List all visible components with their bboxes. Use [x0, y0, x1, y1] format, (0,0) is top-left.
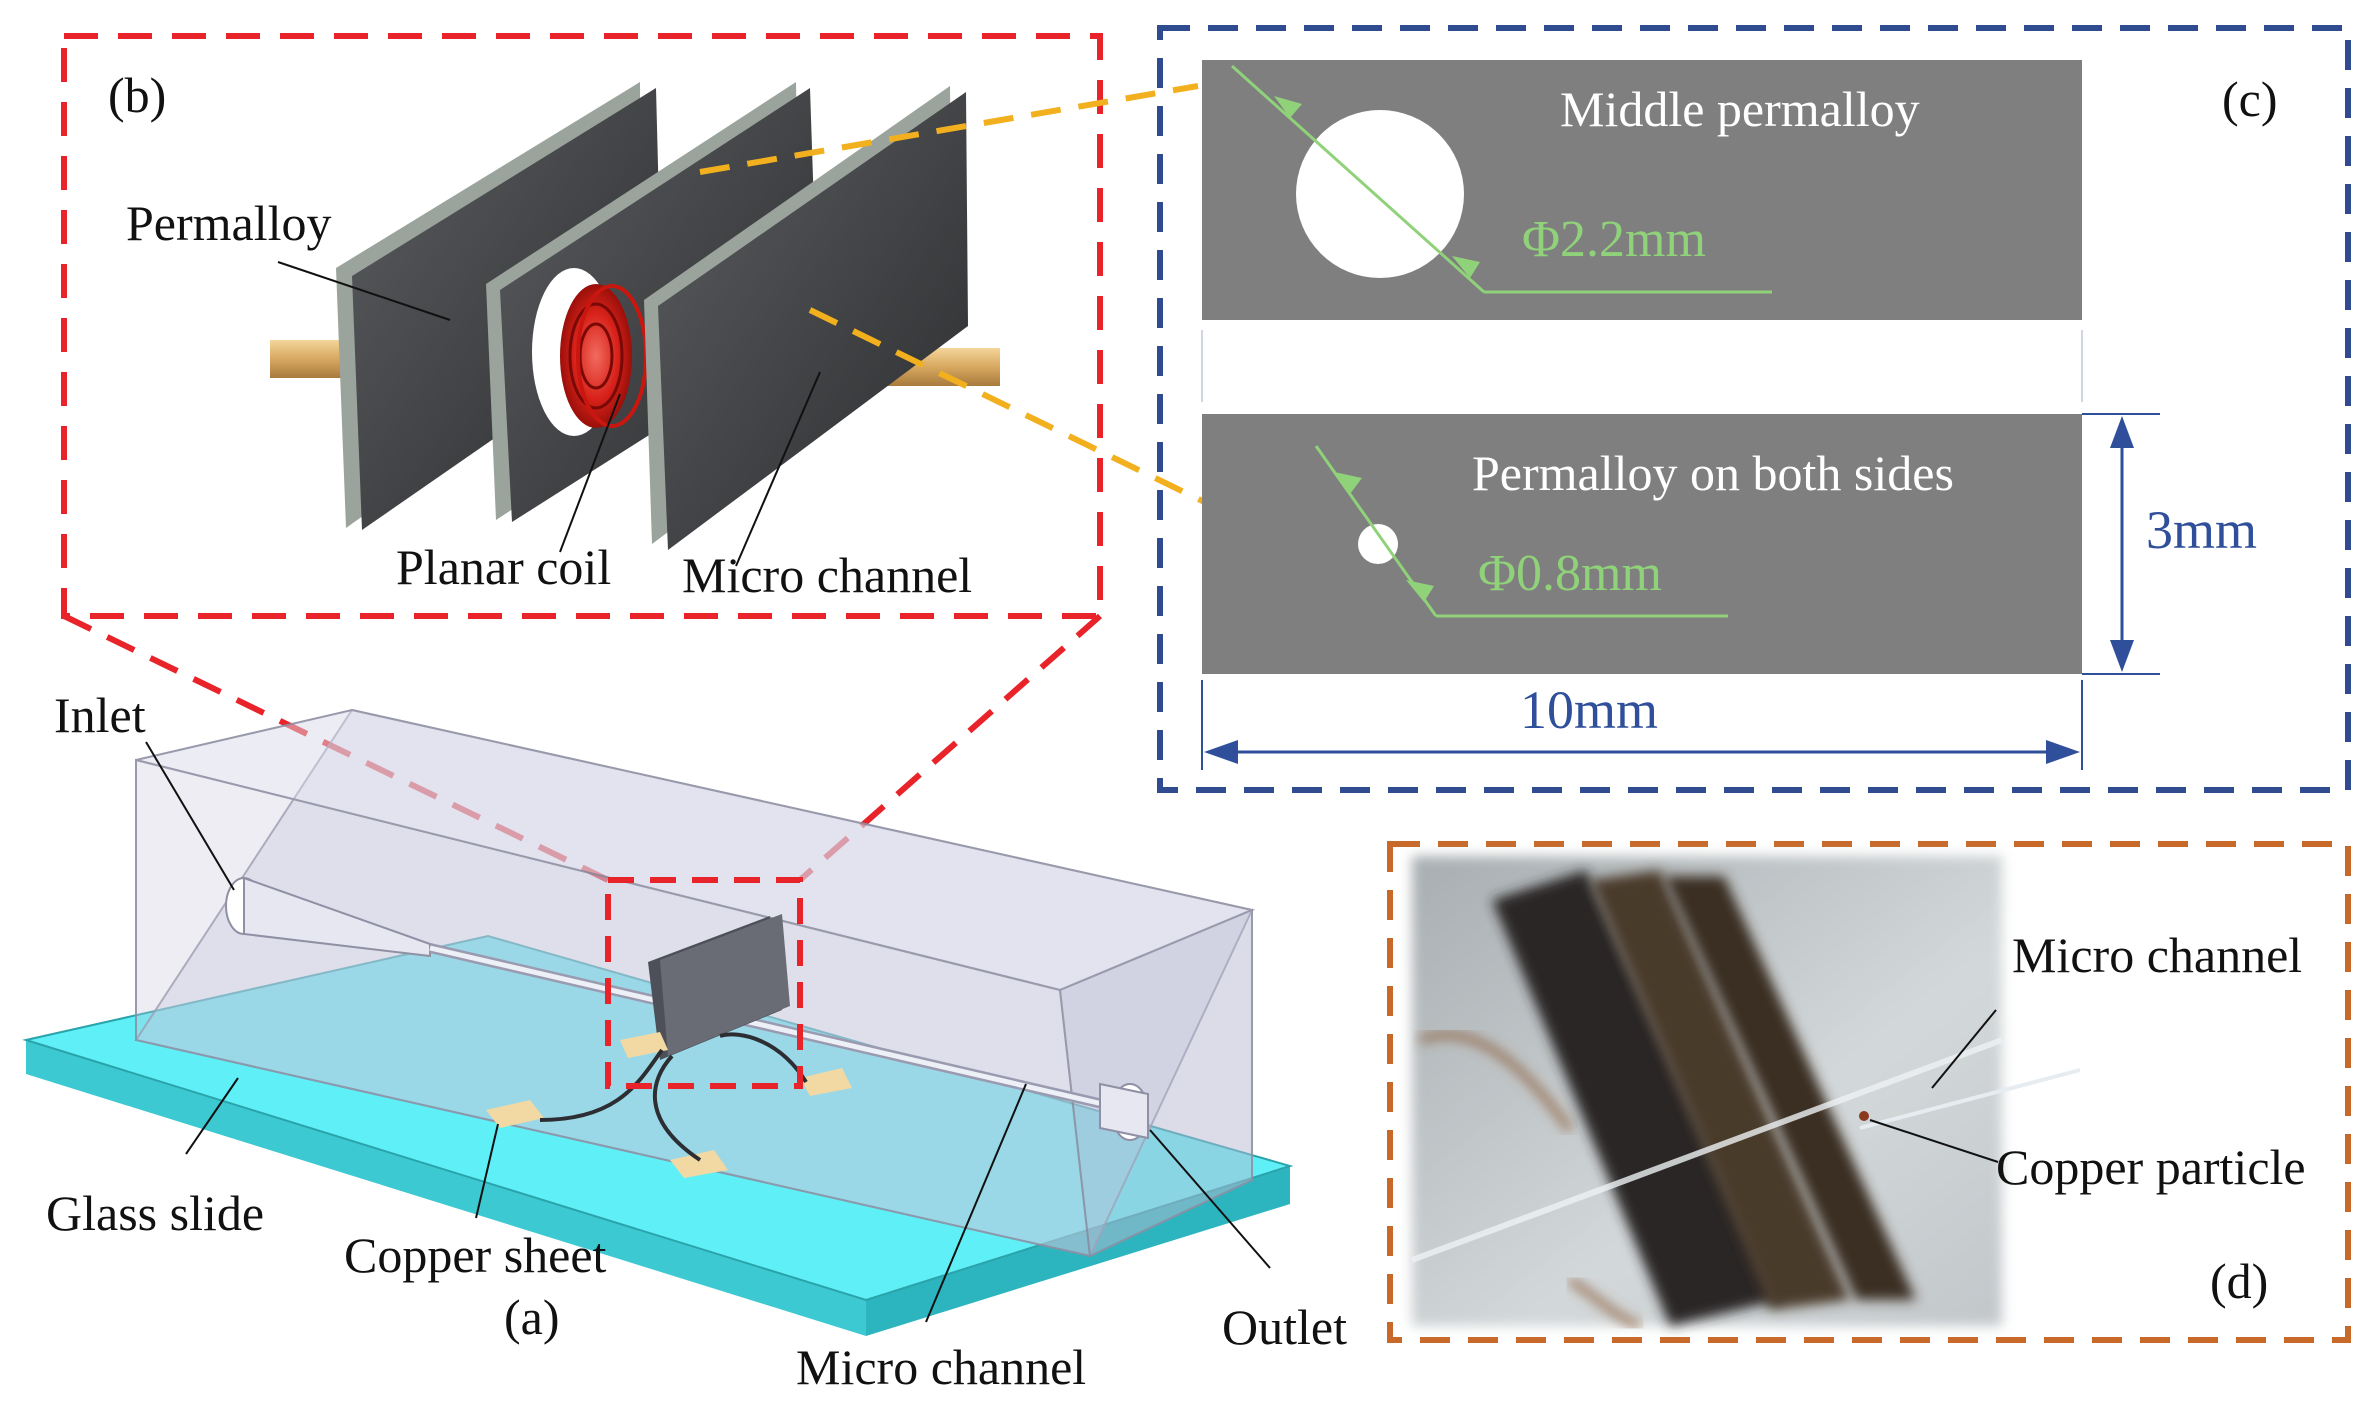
- panel-d-tag: (d): [2210, 1253, 2268, 1309]
- panel-d-frame: [1387, 841, 2351, 1343]
- panel-c-tag: (c): [2222, 71, 2278, 127]
- label-middle-permalloy: Middle permalloy: [1560, 81, 1920, 137]
- dim-arrow-large-1: [1274, 96, 1302, 118]
- label-planar-coil: Planar coil: [396, 539, 611, 595]
- leader-outlet: [1149, 1129, 1271, 1269]
- dim-arrow-small-1: [1334, 472, 1362, 494]
- zoom-line-top: [699, 83, 1199, 175]
- channel-line-d: [1859, 1068, 2081, 1130]
- chip-plate: [648, 914, 790, 1060]
- planar-coil-icon: [560, 284, 648, 428]
- panel-b-tag: (b): [108, 67, 166, 123]
- panel-a-tag: (a): [504, 1289, 560, 1345]
- side-permalloy-plate: [1202, 414, 2082, 674]
- leader-micro-channel-a: [925, 1083, 1027, 1323]
- label-10mm: 10mm: [1520, 680, 1658, 740]
- label-permalloy: Permalloy: [126, 195, 332, 251]
- dim-3mm-arrow-top: [2110, 416, 2134, 448]
- copper-sheet-4: [800, 1068, 852, 1096]
- micro-channel-a: [225, 876, 1149, 1141]
- dim-3mm-arrow-bottom: [2110, 640, 2134, 672]
- leader-micro-channel-b: [735, 371, 821, 567]
- label-micro-channel-d: Micro channel: [2012, 927, 2302, 983]
- label-outlet: Outlet: [1222, 1299, 1347, 1355]
- leader-inlet: [145, 741, 235, 891]
- wire-1: [539, 1048, 664, 1122]
- copper-sheet-2: [670, 1150, 728, 1178]
- copper-sheet-1: [486, 1100, 544, 1128]
- zoom-line-a-right: [798, 613, 1102, 883]
- label-diameter-large: Φ2.2mm: [1522, 211, 1706, 268]
- label-copper-particle: Copper particle: [1996, 1139, 2306, 1195]
- leader-copper-sheet: [475, 1123, 499, 1219]
- copper-particle-dot: [1859, 1111, 1869, 1121]
- leader-micro-channel-d: [1931, 1009, 1997, 1089]
- zoom-line-a-left: [62, 613, 610, 883]
- copper-sheet-3: [620, 1032, 668, 1058]
- permalloy-plate-3: [644, 86, 968, 550]
- label-copper-sheet: Copper sheet: [344, 1227, 607, 1283]
- leader-planar-coil: [559, 393, 621, 553]
- leader-permalloy: [277, 261, 451, 321]
- dim-arrow-small-2: [1406, 580, 1434, 602]
- hole-small: [1358, 524, 1398, 564]
- panel-b-frame: [61, 33, 1103, 619]
- zoom-box-a: [605, 877, 803, 1089]
- dim-arrow-large-2: [1452, 256, 1480, 278]
- label-inlet: Inlet: [54, 687, 146, 743]
- wire-2: [652, 1054, 702, 1162]
- label-micro-channel-b: Micro channel: [682, 547, 972, 603]
- dim-line-large: [1230, 64, 1486, 294]
- dim-10mm-arrow-left: [1204, 740, 1238, 764]
- label-both-sides: Permalloy on both sides: [1472, 445, 1954, 501]
- label-glass-slide: Glass slide: [46, 1185, 264, 1241]
- dim-10mm-arrow-right: [2046, 740, 2080, 764]
- label-diameter-small: Φ0.8mm: [1478, 545, 1662, 602]
- label-micro-channel-a: Micro channel: [796, 1339, 1086, 1395]
- micrograph-photo: [1410, 856, 2004, 1329]
- panel-c-frame: [1157, 25, 2351, 793]
- leader-copper-particle: [1869, 1119, 1999, 1163]
- label-3mm: 3mm: [2146, 500, 2257, 560]
- leader-glass-slide: [185, 1077, 239, 1155]
- zoom-line-bottom: [808, 307, 1264, 533]
